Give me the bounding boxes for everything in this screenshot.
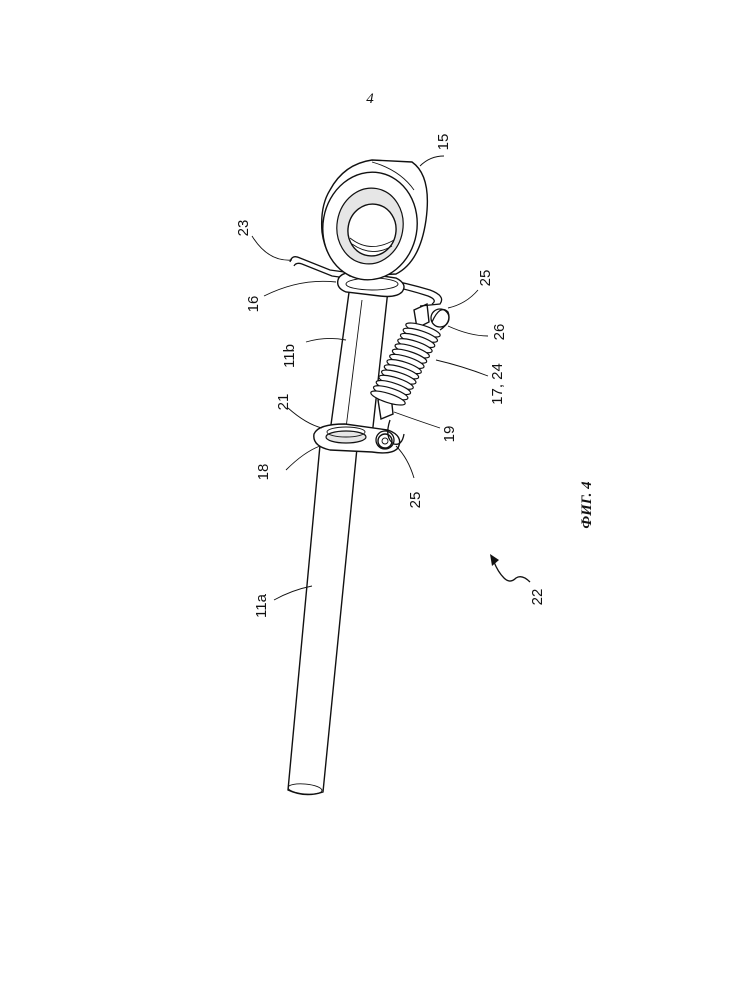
label-11b: 11b xyxy=(281,344,298,368)
label-15: 15 xyxy=(435,134,452,151)
label-17-24: 17, 24 xyxy=(489,363,506,405)
rod-end-eye-drawing xyxy=(314,160,427,287)
label-16: 16 xyxy=(245,296,262,313)
figure-caption: ФИГ. 4 xyxy=(579,481,595,529)
label-26: 26 xyxy=(491,324,508,341)
label-21: 21 xyxy=(275,394,292,411)
label-23: 23 xyxy=(235,220,252,237)
label-18: 18 xyxy=(255,464,272,481)
page-number: 4 xyxy=(366,91,374,107)
label-22: 22 xyxy=(529,589,546,606)
label-25-lower: 25 xyxy=(407,492,424,509)
label-19: 19 xyxy=(441,426,458,443)
rod-drawing xyxy=(288,285,388,795)
label-25-upper: 25 xyxy=(477,270,494,287)
label-11a: 11a xyxy=(253,593,270,618)
